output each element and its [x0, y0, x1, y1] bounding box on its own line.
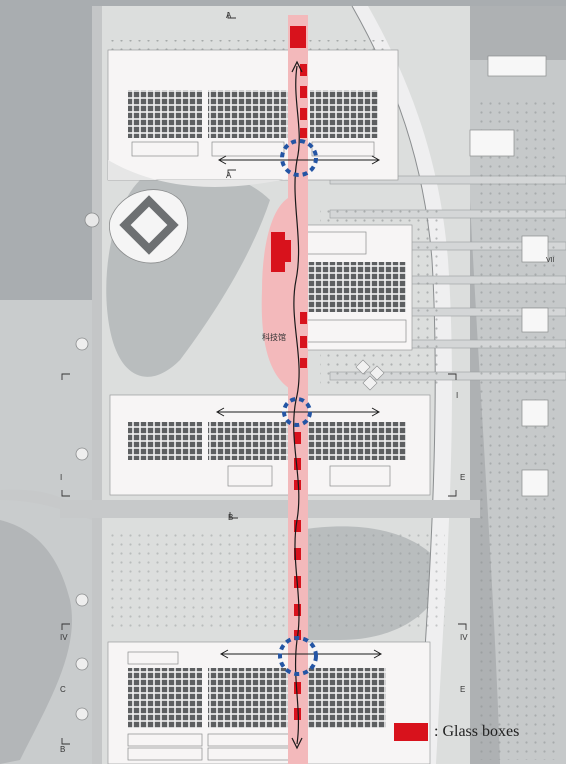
left-water-curve: [0, 520, 72, 764]
section-label-b: B: [228, 513, 233, 522]
cross-road: [60, 500, 480, 518]
round-features: [75, 337, 89, 721]
dot-field-bottom: [105, 530, 445, 630]
section-label-e-mid: E: [460, 473, 465, 482]
hall-bottom: [107, 641, 431, 764]
path-arrow-bottom: [291, 737, 303, 750]
right-buildings: [469, 55, 549, 497]
dot-field-right: [480, 100, 560, 760]
legend-label: : Glass boxes: [434, 723, 520, 740]
pavilion-cluster: [355, 359, 385, 391]
hall-top: [107, 49, 399, 187]
section-label-i-left: I: [60, 473, 62, 482]
highway: [352, 6, 452, 764]
glass-box-swatch: [394, 723, 428, 741]
section-label-i-right: I: [456, 391, 458, 400]
cross-arrows: [215, 155, 383, 659]
section-label-a-bottom: A: [226, 171, 232, 180]
section-label-a-top: A: [226, 11, 232, 20]
section-label-e-bottom: E: [460, 685, 465, 694]
round-pavilion: [84, 189, 189, 264]
left-road: [92, 6, 102, 764]
section-label-iv-left: IV: [60, 633, 68, 642]
legend: : Glass boxes: [394, 720, 519, 744]
section-label-b-bottom: B: [60, 745, 65, 754]
center-building-label: 科技馆: [262, 332, 286, 342]
section-markers: [61, 12, 467, 745]
section-label-vii: VII: [546, 257, 555, 264]
curved-road: [0, 489, 92, 520]
hall-mid: [299, 224, 413, 351]
section-label-c: C: [60, 685, 66, 694]
junction-nodes: [278, 139, 318, 676]
section-label-iv-right: IV: [460, 633, 468, 642]
hall-center: [109, 394, 431, 496]
bridges: [329, 175, 566, 381]
path-arrow-top: [291, 60, 303, 73]
